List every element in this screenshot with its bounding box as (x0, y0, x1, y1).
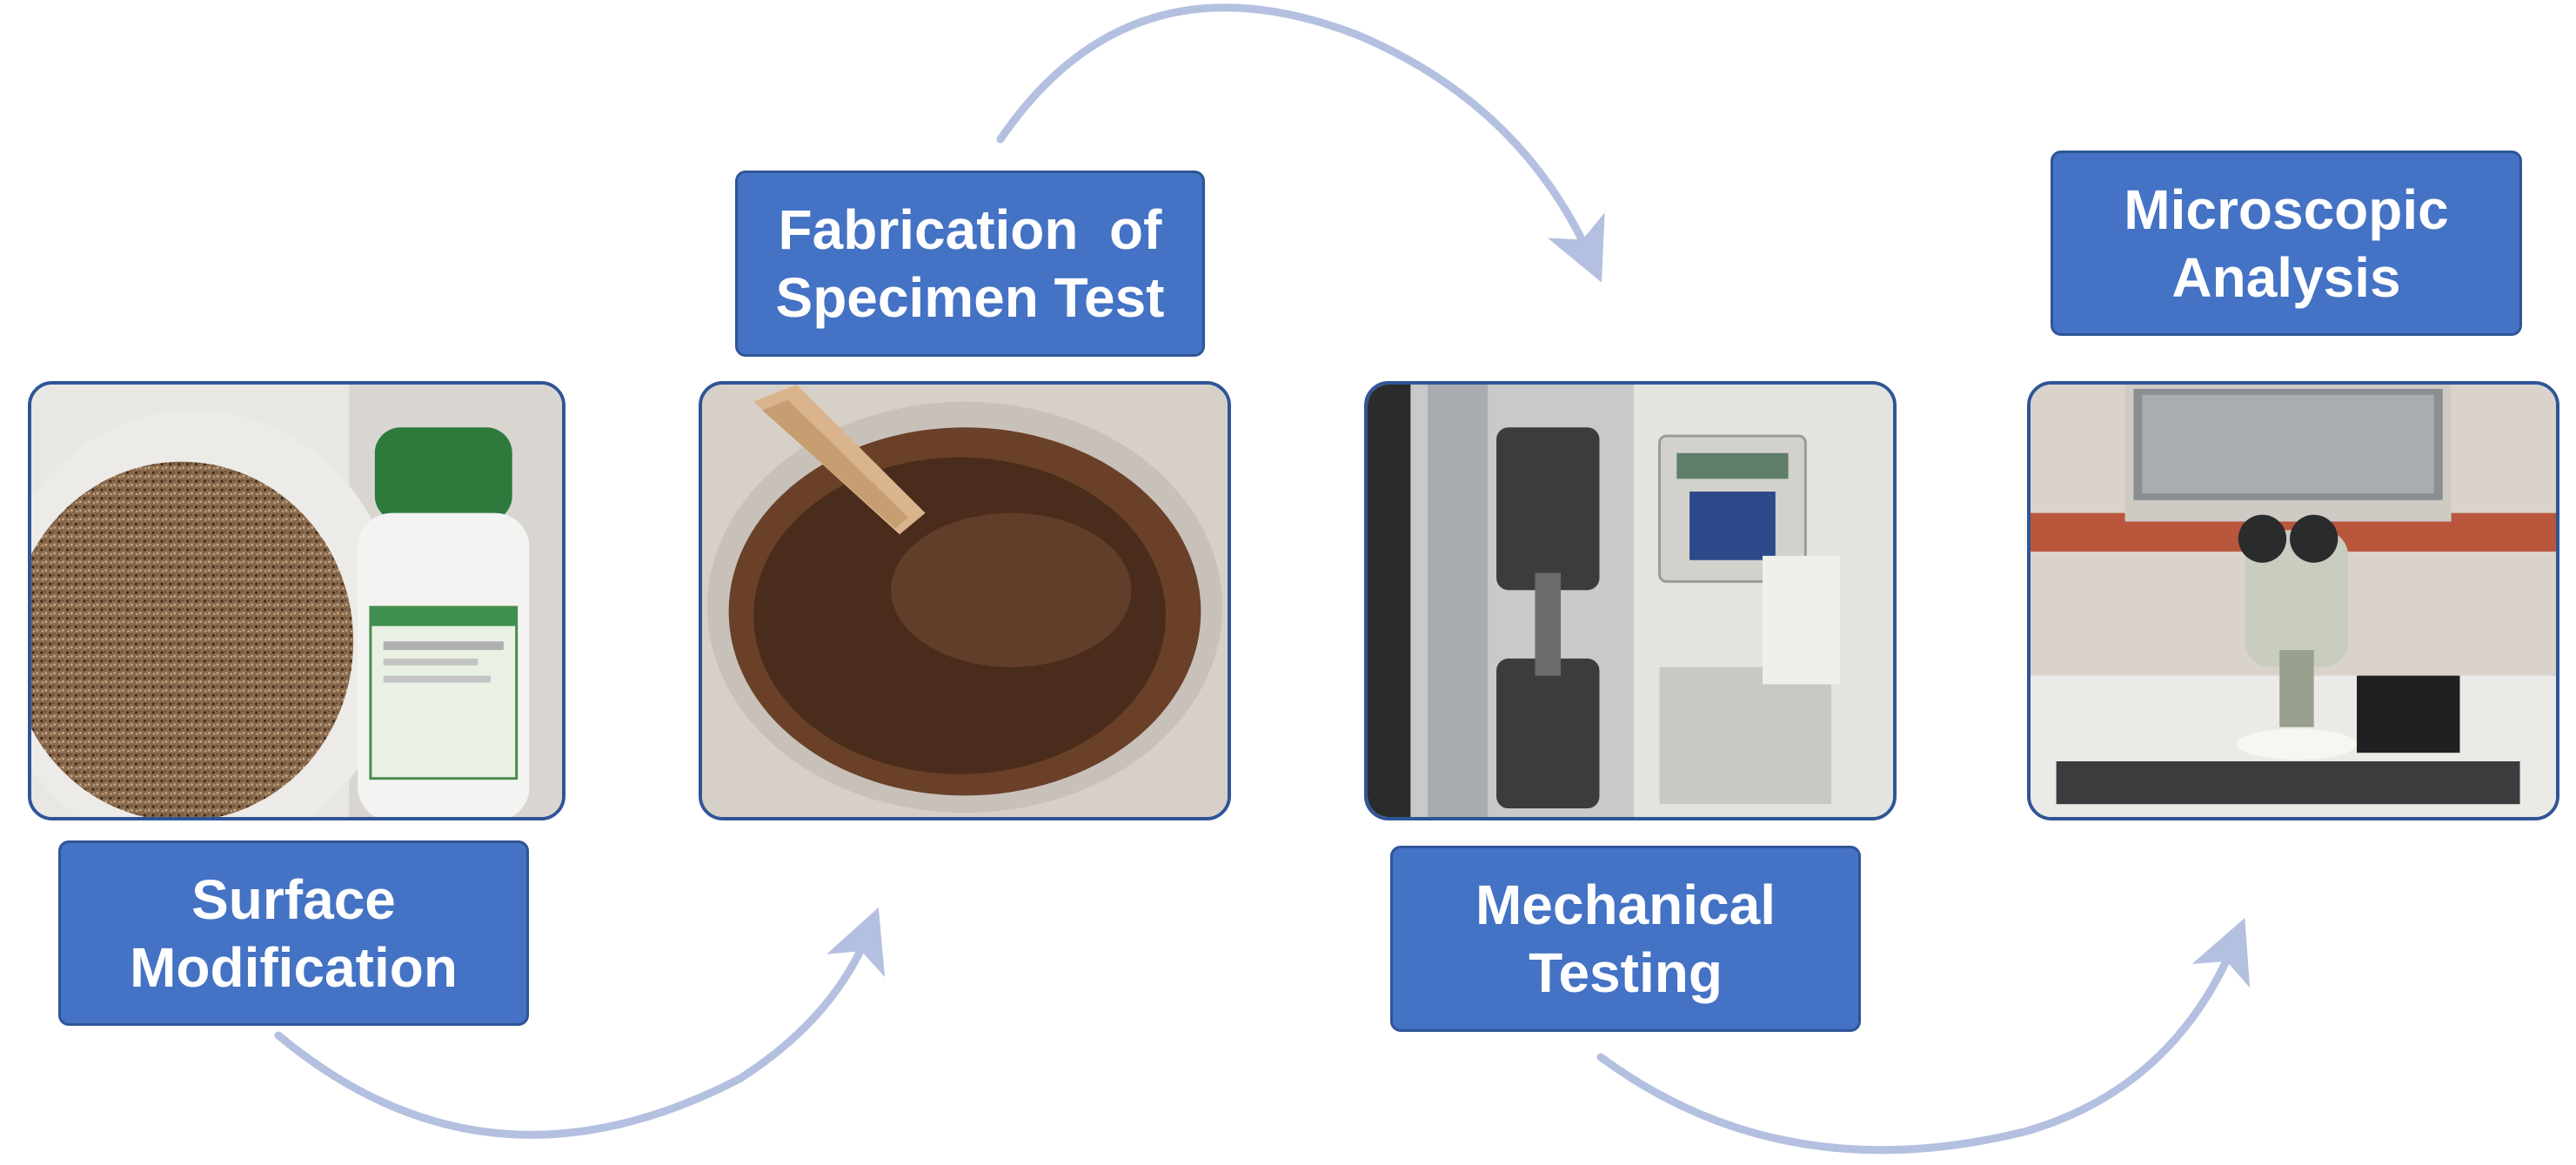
step-label-line1: Microscopic (2124, 177, 2449, 241)
arrow-step2-to-step3 (996, 3, 1605, 283)
step-surface-modification-label: Surface Modification (58, 840, 529, 1026)
step-label-line2: Testing (1529, 941, 1723, 1004)
powder-and-reagent-bottle-photo (28, 381, 565, 820)
arrow-step3-to-step4 (1596, 918, 2251, 1155)
step-label-line2: Analysis (2171, 245, 2401, 309)
tensile-testing-machine-photo (1364, 381, 1897, 820)
step-label-line1: Fabrication of (778, 198, 1162, 261)
arrow-step1-to-step2 (274, 907, 886, 1139)
step-label-line1: Surface (191, 867, 396, 931)
resin-mixing-bowl-photo (699, 381, 1231, 820)
step-microscopic-analysis-label: Microscopic Analysis (2051, 151, 2522, 336)
step-mechanical-testing-label: Mechanical Testing (1390, 846, 1861, 1032)
step-label-line2: Specimen Test (775, 266, 1165, 329)
step-label-line2: Modification (130, 935, 458, 999)
stereo-microscope-photo (2027, 381, 2559, 820)
step-label-line1: Mechanical (1475, 874, 1776, 936)
step-fabrication-label: Fabrication of Specimen Test (735, 171, 1205, 357)
